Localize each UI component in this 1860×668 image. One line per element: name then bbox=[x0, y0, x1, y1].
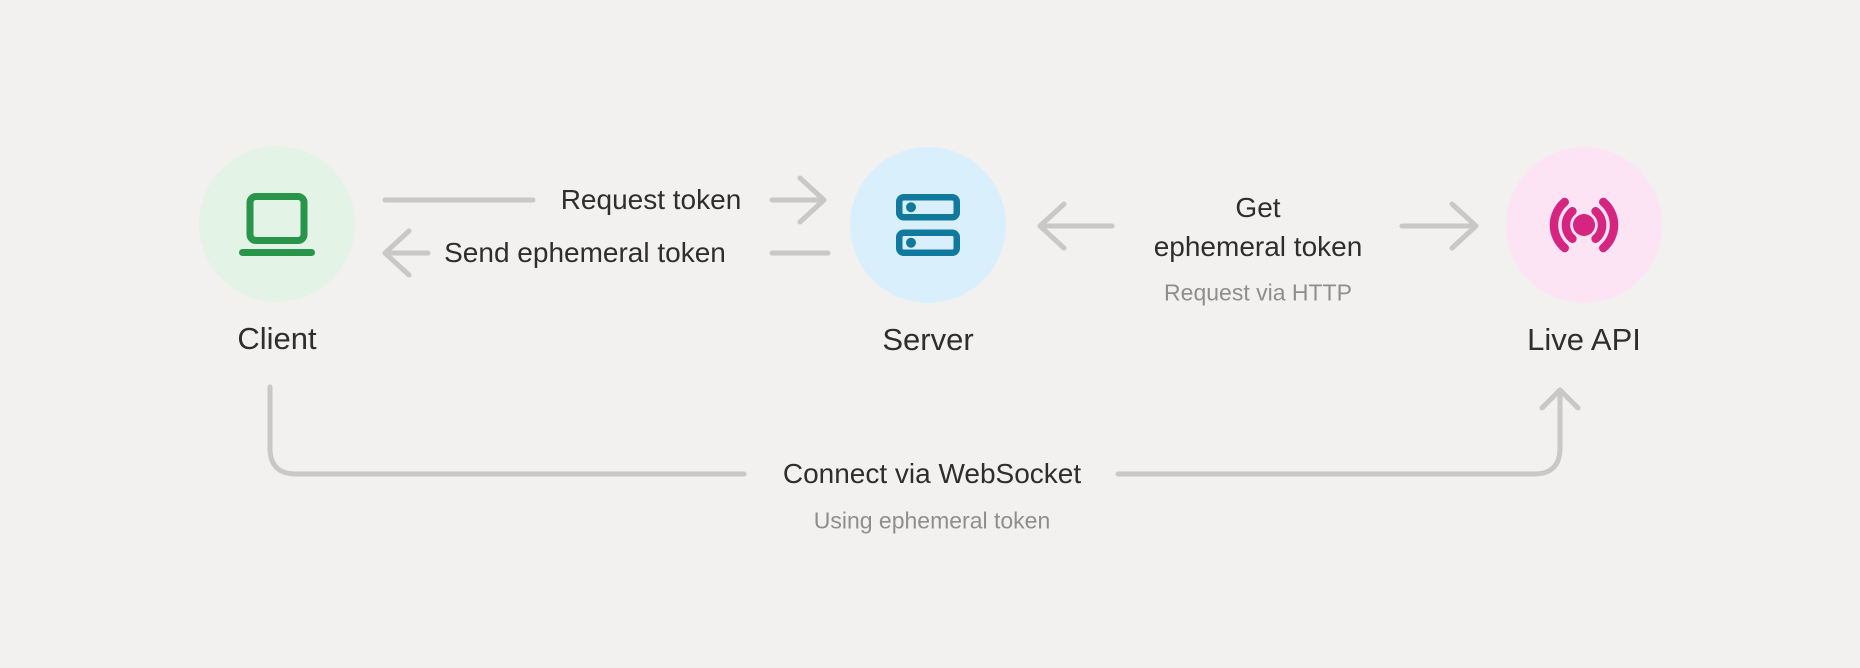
get-ephemeral-token-label: Get ephemeral token bbox=[1153, 192, 1363, 262]
laptop-icon bbox=[239, 192, 315, 256]
get-token-left-arrow bbox=[1037, 201, 1115, 251]
request-token-label: Request token bbox=[560, 184, 742, 215]
server-label: Server bbox=[882, 322, 974, 357]
server-icon bbox=[896, 194, 960, 256]
client-circle bbox=[199, 146, 355, 302]
node-server: Server bbox=[850, 147, 1006, 357]
using-ephemeral-token-sublabel: Using ephemeral token bbox=[813, 507, 1051, 534]
server-circle bbox=[850, 147, 1006, 303]
websocket-path-right bbox=[1115, 393, 1563, 477]
request-token-arrow bbox=[769, 175, 827, 225]
broadcast-icon bbox=[1549, 197, 1619, 253]
node-live-api: Live API bbox=[1506, 147, 1662, 357]
request-via-http-sublabel: Request via HTTP bbox=[1164, 279, 1352, 306]
websocket-arrowhead bbox=[1539, 387, 1581, 411]
get-token-right-arrow bbox=[1399, 201, 1479, 251]
send-token-arrow bbox=[382, 228, 431, 278]
client-label: Client bbox=[237, 321, 317, 356]
websocket-path-left bbox=[267, 384, 747, 477]
node-client: Client bbox=[199, 146, 355, 356]
live-api-circle bbox=[1506, 147, 1662, 303]
send-ephemeral-token-label: Send ephemeral token bbox=[444, 237, 726, 268]
connect-websocket-label: Connect via WebSocket bbox=[782, 458, 1082, 489]
live-api-label: Live API bbox=[1527, 322, 1641, 357]
